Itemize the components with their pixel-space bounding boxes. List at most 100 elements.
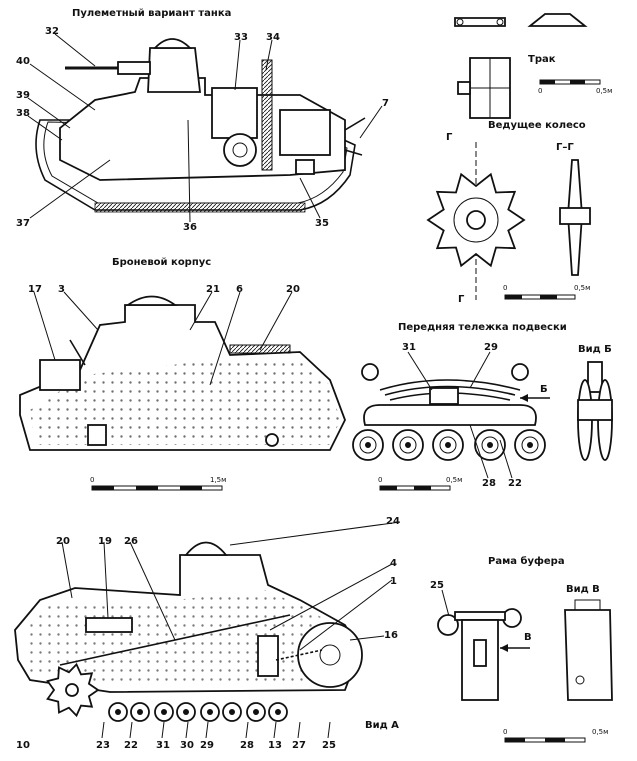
svg-text:В: В [524, 632, 532, 643]
rear-tail [344, 117, 366, 156]
bogie-wheel-hub [365, 442, 371, 448]
bogie-wheel-rim [399, 436, 417, 454]
svg-text:0: 0 [503, 728, 507, 736]
front-bogie-title: Передняя тележка подвески [398, 322, 567, 333]
callout-29-bogie: 29 [484, 342, 498, 353]
svg-text:Г: Г [458, 294, 465, 305]
sprocket-hub [466, 210, 486, 230]
callout-4: 4 [390, 558, 397, 569]
track-link-side [454, 17, 506, 27]
view-b-column [587, 361, 603, 393]
hull-cupola [125, 295, 178, 306]
callout-37: 37 [16, 218, 30, 229]
mg-cupola [152, 38, 193, 49]
bogie-wheels [352, 429, 546, 461]
callout-35: 35 [315, 218, 329, 229]
callout-leader [273, 721, 277, 739]
road-wheel-hub [253, 709, 259, 715]
bogie-wheel-rim [359, 436, 377, 454]
callout-leader [245, 721, 249, 739]
engine-flywheel-hub [232, 142, 248, 158]
svg-text:0,5м: 0,5м [592, 728, 608, 736]
engine-block [211, 87, 258, 139]
side-drive-sprocket [46, 662, 100, 718]
callout-21: 21 [206, 284, 220, 295]
gearbox-cover [295, 159, 315, 175]
bogie-wheel-hub [445, 442, 451, 448]
callout-28-bogie: 28 [482, 478, 496, 489]
callout-20-side: 20 [56, 536, 70, 547]
bogie-wheel-rim [439, 436, 457, 454]
road-wheel-hub [229, 709, 235, 715]
road-wheels [108, 702, 288, 722]
svg-text:Б: Б [540, 384, 548, 395]
bogie-wheel-hub [405, 442, 411, 448]
svg-text:0: 0 [538, 87, 542, 95]
callout-26: 26 [124, 536, 138, 547]
bogie-wheel-rim [521, 436, 539, 454]
buffer-frame-title: Рама буфера [488, 555, 565, 567]
hull-rivets [30, 360, 340, 445]
drive-wheel-detail: Ведущее колесо Г Г Г–Г 0 0,5м [426, 120, 591, 305]
drive-sprocket [426, 172, 526, 268]
bogie-wheel-hub [527, 442, 533, 448]
track-link-profile [527, 13, 588, 27]
callout-34: 34 [266, 32, 280, 43]
callout-17: 17 [28, 284, 42, 295]
view-a-title: Вид А [365, 720, 399, 731]
track-title: Трак [528, 54, 556, 65]
callout-10: 10 [16, 740, 30, 751]
callout-19: 19 [98, 536, 112, 547]
side-sprocket-hub [65, 683, 79, 697]
mg-variant-title: Пулеметный вариант танка [72, 8, 231, 19]
track-link-detail: Трак 0 0,5м [454, 13, 612, 119]
road-wheel-hub [183, 709, 189, 715]
callout-20: 20 [286, 284, 300, 295]
buffer-frame: Рама буфера 25 В Вид В 0 0,5м [430, 555, 613, 743]
engine-flywheel [223, 133, 257, 167]
callout-25-side-bottom: 25 [322, 740, 336, 751]
hull-hatch [87, 424, 107, 446]
callout-3: 3 [58, 284, 65, 295]
hull-front-plate [39, 359, 81, 391]
bogie-wheel-rim [481, 436, 499, 454]
callout-leader [129, 721, 133, 739]
callout-24: 24 [386, 516, 400, 527]
callout-31-side-bottom: 31 [156, 740, 170, 751]
mg-turret [147, 47, 202, 93]
front-bogie: Передняя тележка подвески Б 31 29 28 22 … [352, 322, 613, 491]
callout-36: 36 [183, 222, 197, 233]
callout-7: 7 [382, 98, 389, 109]
callout-22-side-bottom: 22 [124, 740, 138, 751]
road-wheel-hub [115, 709, 121, 715]
sprocket-rim [453, 197, 499, 243]
road-wheel-hub [161, 709, 167, 715]
armor-hull-title: Броневой корпус [112, 257, 211, 268]
view-v-frame [564, 609, 613, 701]
idler-wheel [297, 622, 363, 688]
machine-gun-body [117, 61, 151, 75]
svg-text:0,5м: 0,5м [596, 87, 612, 95]
svg-text:0,5м: 0,5м [574, 284, 590, 292]
svg-text:0: 0 [90, 476, 94, 484]
road-wheel-hub [137, 709, 143, 715]
top-leaders [27, 33, 383, 223]
svg-text:Г: Г [446, 132, 453, 143]
armor-hull-side: Броневой корпус 17 3 21 6 20 0 1,5м [19, 257, 346, 491]
track-links [94, 202, 306, 213]
bogie-wheel-hub [487, 442, 493, 448]
callout-32: 32 [45, 26, 59, 37]
drive-wheel-title: Ведущее колесо [488, 120, 586, 131]
mg-hull-body [59, 77, 346, 181]
view-v-title: Вид В [566, 584, 600, 595]
svg-text:0: 0 [378, 476, 382, 484]
callout-leader [205, 721, 209, 739]
road-wheel-hub [275, 709, 281, 715]
callout-1: 1 [390, 576, 397, 587]
callout-leader [161, 721, 165, 739]
callout-25-buffer: 25 [430, 580, 444, 591]
callout-23-side-bottom: 23 [96, 740, 110, 751]
callout-30-side-bottom: 30 [180, 740, 194, 751]
